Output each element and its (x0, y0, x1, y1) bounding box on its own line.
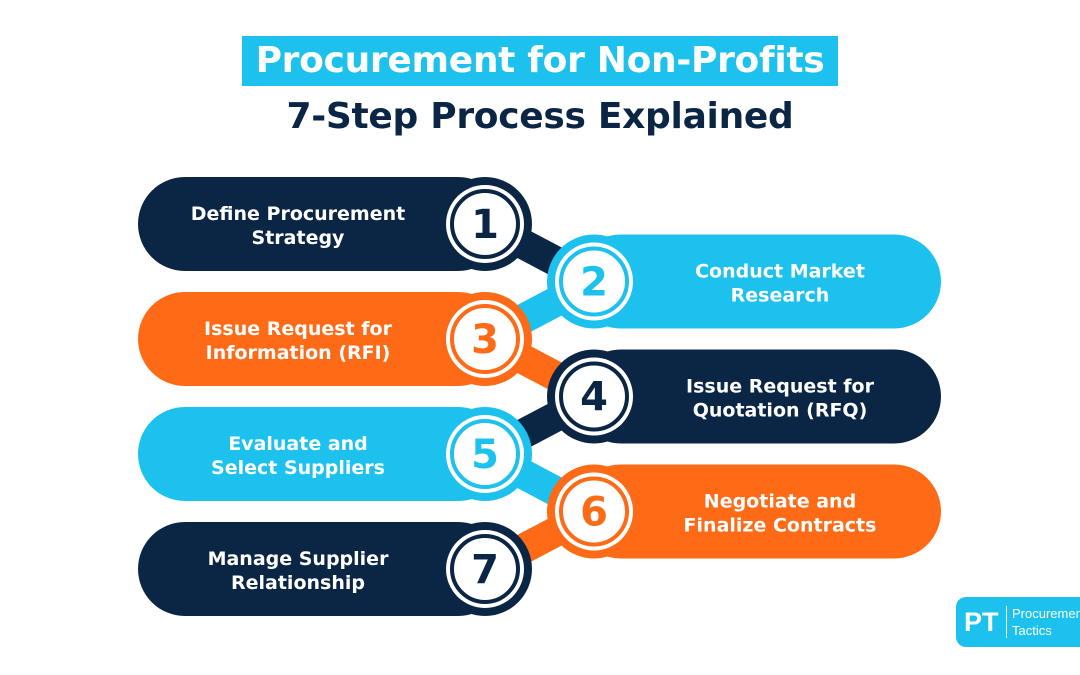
step-1-label-line-1: Define Procurement (191, 203, 405, 225)
step-7-label-line-2: Relationship (231, 572, 365, 594)
step-5-label-line-1: Evaluate and (228, 433, 368, 455)
step-4-badge-inner-ring (559, 361, 629, 432)
step-5-label-line-2: Select Suppliers (211, 457, 385, 479)
step-1-label-line-2: Strategy (252, 227, 346, 249)
step-6-pill (574, 464, 941, 559)
logo-divider (1006, 606, 1007, 638)
step-4-pill (574, 349, 941, 444)
step-4-label-line-2: Quotation (RFQ) (693, 400, 868, 422)
logo-line-2: Tactics (1012, 623, 1052, 638)
step-1-number: 1 (471, 202, 499, 248)
title-block: Procurement for Non-Profits 7-Step Proce… (0, 36, 1080, 142)
step-6-label-line-1: Negotiate and (704, 491, 856, 513)
step-7-number: 7 (471, 547, 499, 593)
step-3-badge-inner-ring (450, 304, 520, 374)
page-title: Procurement for Non-Profits (241, 36, 839, 86)
step-7-badge-inner-ring (450, 534, 520, 604)
step-5-badge-inner-ring (450, 419, 520, 489)
step-3-badge-white (446, 300, 524, 378)
step-5-pill (138, 407, 505, 501)
step-6-number: 6 (580, 490, 608, 536)
step-7-pill (138, 522, 505, 616)
step-6-label-line-2: Finalize Contracts (684, 515, 877, 537)
step-1-badge-white (446, 185, 524, 263)
step-2-badge-white (555, 242, 633, 321)
step-3-pill (138, 292, 505, 386)
step-3-number: 3 (471, 317, 499, 363)
step-3-label-line-1: Issue Request for (204, 318, 393, 340)
page-subtitle: 7-Step Process Explained (286, 96, 794, 137)
step-6-badge-inner-ring (559, 476, 629, 547)
step-2-pill (574, 234, 941, 329)
logo-mark: PT (964, 607, 999, 637)
step-3-label-line-2: Information (RFI) (206, 342, 391, 364)
step-2-badge-inner-ring (559, 246, 629, 317)
step-4-badge-white (555, 357, 633, 436)
step-1-badge-inner-ring (450, 189, 520, 259)
step-2-label-line-1: Conduct Market (695, 261, 865, 283)
step-4-number: 4 (580, 375, 608, 421)
step-7-badge-white (446, 530, 524, 608)
step-2-number: 2 (580, 260, 608, 306)
logo-wordmark: Procurement Tactics (1012, 605, 1080, 639)
step-5-badge-white (446, 415, 524, 493)
step-7-label-line-1: Manage Supplier (208, 548, 390, 570)
brand-logo: PT Procurement Tactics (956, 597, 1080, 647)
step-5-number: 5 (471, 432, 499, 478)
step-6-badge-white (555, 472, 633, 551)
step-2-label-line-2: Research (731, 285, 830, 307)
circle-layer: 1 2 3 4 5 6 7 (438, 177, 641, 616)
step-4-label-line-1: Issue Request for (686, 376, 875, 398)
logo-line-1: Procurement (1012, 606, 1080, 621)
step-1-pill (138, 177, 505, 271)
